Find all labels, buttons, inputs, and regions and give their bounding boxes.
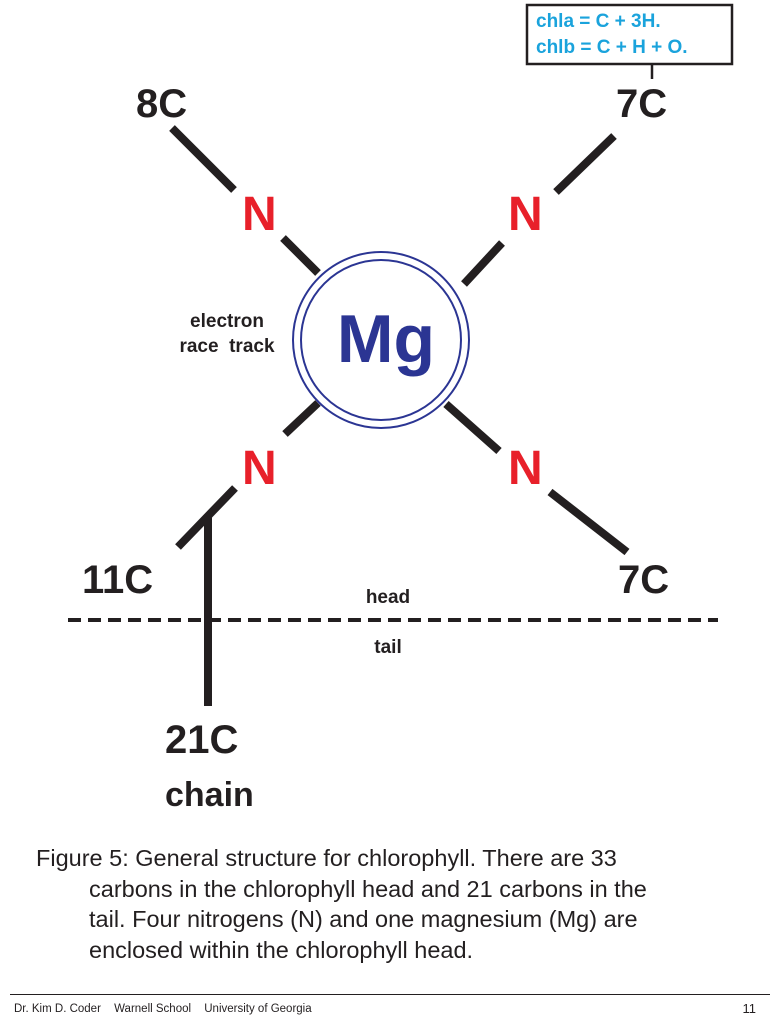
caption-line-1: Figure 5: General structure for chloroph… [36, 845, 617, 871]
figure-caption: Figure 5: General structure for chloroph… [36, 843, 756, 965]
carbon-label-bottom-left: 11C [82, 558, 153, 602]
page-number: 11 [742, 1001, 757, 1016]
footer-school: Warnell School [114, 1003, 192, 1015]
head-label: head [366, 587, 410, 608]
magnesium-label: Mg [337, 301, 435, 377]
nitrogen-label-top-left: N [242, 188, 277, 241]
bond-mg-n-bottom-left [282, 400, 321, 437]
electron-ring-inner [300, 259, 462, 421]
carbon-label-top-left: 8C [136, 82, 187, 126]
bond-n-mg-top-right [461, 240, 505, 287]
footer-author: Dr. Kim D. Coder [14, 1003, 101, 1015]
bond-c-n-top-right [553, 133, 617, 195]
bond-n-c-bottom-right [547, 488, 630, 556]
note-box [525, 3, 734, 66]
note-chla: chla = C + 3H. [536, 11, 661, 32]
ring-label-race-track: race track [179, 336, 275, 357]
bond-mg-n-bottom-right [443, 401, 502, 454]
bond-c-n-top-left [169, 125, 237, 193]
footer-divider [10, 994, 770, 995]
electron-ring-outer [292, 251, 470, 429]
carbon-label-top-right: 7C [616, 82, 667, 126]
bond-lines [169, 125, 630, 706]
ring-label-electron: electron [190, 311, 264, 332]
nitrogen-label-bottom-left: N [242, 442, 277, 495]
bond-n-mg-top-left [280, 235, 321, 276]
note-chlb: chlb = C + H + O. [536, 37, 688, 58]
tail-carbon-label: 21C [165, 718, 238, 762]
page-footer: Dr. Kim D. Coder Warnell School Universi… [14, 1003, 322, 1015]
tail-label: tail [374, 637, 401, 658]
nitrogen-label-bottom-right: N [508, 442, 543, 495]
footer-university: University of Georgia [204, 1003, 312, 1015]
nitrogen-label-top-right: N [508, 188, 543, 241]
caption-line-3: tail. Four nitrogens (N) and one magnesi… [89, 906, 638, 932]
carbon-label-bottom-right: 7C [618, 558, 669, 602]
tail-chain-label: chain [165, 776, 254, 814]
caption-line-2: carbons in the chlorophyll head and 21 c… [89, 875, 647, 902]
caption-line-4: enclosed within the chlorophyll head. [89, 936, 474, 963]
